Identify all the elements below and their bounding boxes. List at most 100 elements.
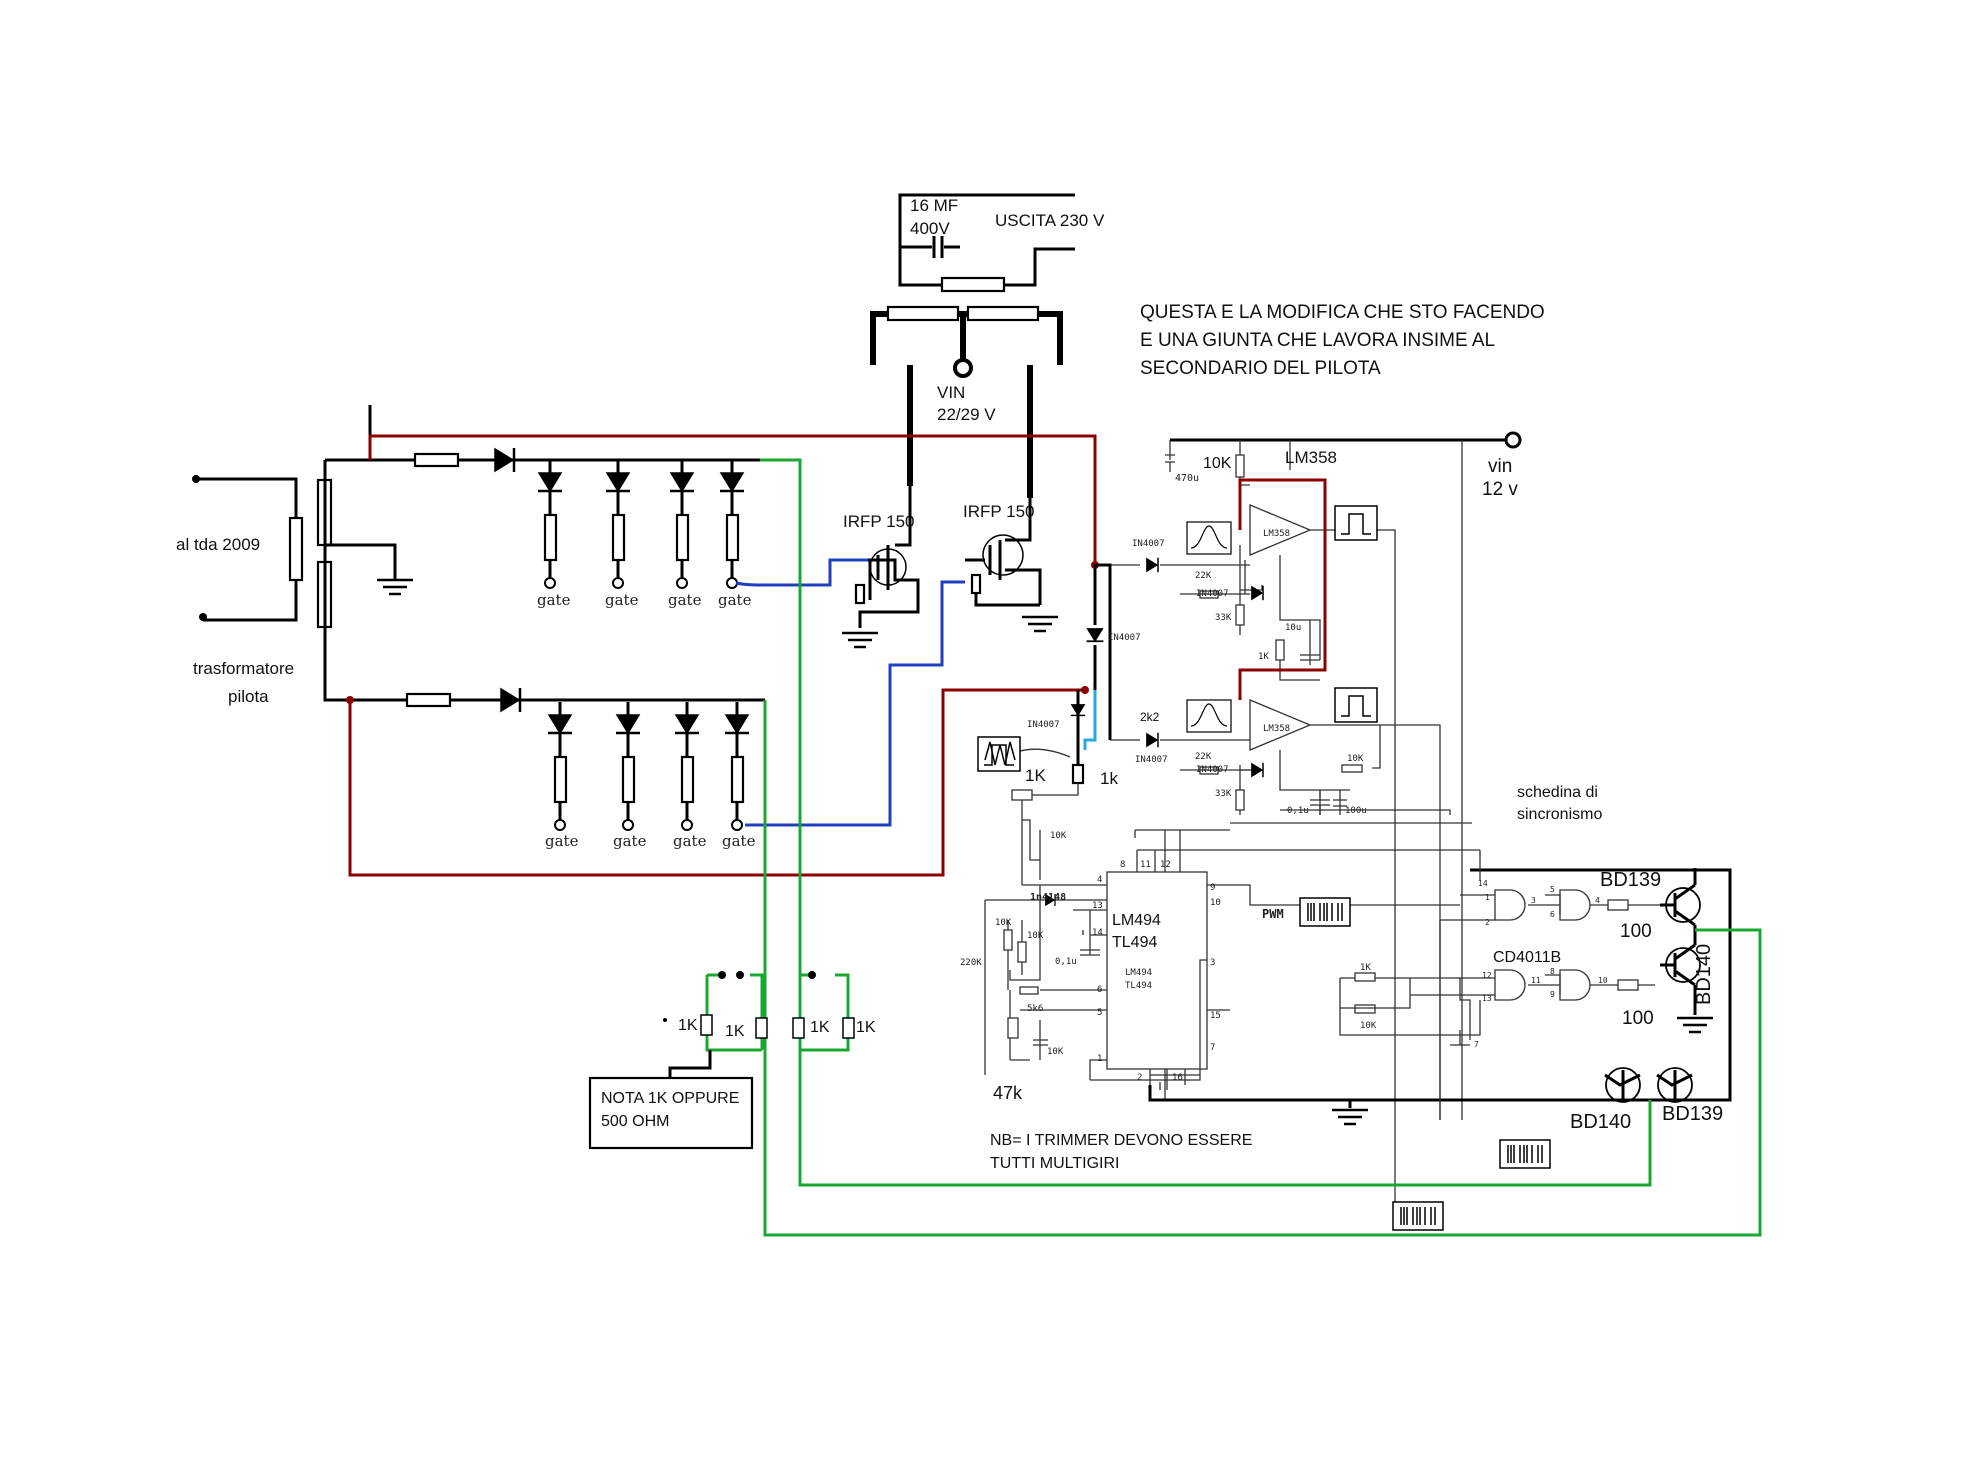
cyan-wire bbox=[1083, 690, 1097, 750]
pwm-r1k-a: 1K bbox=[1025, 766, 1046, 785]
blue-wire-bottom bbox=[745, 580, 965, 827]
pwm-trimmer-47k: 47k bbox=[993, 1083, 1023, 1103]
logic-r1k: 1K bbox=[1360, 963, 1371, 973]
bd140-side-icon bbox=[1660, 925, 1701, 1015]
blue-wire-top bbox=[735, 558, 868, 587]
pin-1: 1 bbox=[1097, 1054, 1102, 1064]
nota-box bbox=[588, 1076, 754, 1150]
trafo-label-1: trasformatore bbox=[193, 659, 294, 678]
bd139-bottom-label: BD139 bbox=[1662, 1103, 1723, 1125]
mosfet-left-icon bbox=[840, 486, 920, 649]
diode-label-b: IN4007 bbox=[1108, 633, 1141, 643]
diode-label-a: IN4007 bbox=[1027, 720, 1060, 730]
chip-name-1: LM494 bbox=[1112, 912, 1161, 929]
opamp-r33k-1: 33K bbox=[1215, 613, 1232, 623]
green-gate-resistors bbox=[705, 973, 850, 1052]
bottom-gate-bank bbox=[340, 686, 765, 831]
pin-4: 4 bbox=[1097, 875, 1102, 885]
green-wire-bottom bbox=[763, 700, 1762, 1237]
red-wire-bottom bbox=[348, 688, 1085, 877]
red-feedback-loop bbox=[1238, 478, 1327, 700]
output-stage bbox=[870, 193, 1075, 498]
pin-2: 2 bbox=[1137, 1073, 1142, 1083]
input-transformer bbox=[192, 405, 415, 702]
pwm-r220k: 220K bbox=[960, 958, 982, 968]
gate-label-b1: gate bbox=[545, 832, 579, 850]
opamp-c100: 100u bbox=[1345, 806, 1367, 816]
bd139-top-icon bbox=[1660, 883, 1701, 927]
cap-label-1: 16 MF bbox=[910, 196, 958, 215]
logic-pin-12: 12 bbox=[1482, 971, 1492, 980]
pin-12: 12 bbox=[1160, 860, 1171, 870]
logic-pin-9: 9 bbox=[1550, 990, 1555, 999]
logic-pin-7: 7 bbox=[1474, 1040, 1479, 1049]
pwm-r10k-b: 10K bbox=[995, 918, 1012, 928]
pwm-r10k-c: 10K bbox=[1027, 931, 1044, 941]
opamp-r2k2: 2k2 bbox=[1140, 710, 1160, 724]
switch-icon bbox=[718, 971, 726, 979]
opamp-name-label: LM358 bbox=[1285, 448, 1337, 467]
nota-line-2: 500 OHM bbox=[601, 1113, 669, 1130]
opamp-r10k: 10K bbox=[1347, 754, 1364, 764]
chip-name-2: TL494 bbox=[1112, 934, 1157, 951]
opamp-section bbox=[1110, 431, 1522, 1220]
logic-r100-b: 100 bbox=[1622, 1008, 1654, 1029]
opamp-r22k-1: 22K bbox=[1195, 571, 1212, 581]
pin-10: 10 bbox=[1210, 898, 1221, 908]
gate-r-2: 1K bbox=[725, 1023, 745, 1040]
pwm-r10k: 10K bbox=[1050, 831, 1067, 841]
pin-14: 14 bbox=[1092, 928, 1103, 938]
pwm-r5k6: 5k6 bbox=[1027, 1004, 1043, 1014]
top-gate-bank bbox=[325, 446, 760, 589]
opamp-name-inner-top: LM358 bbox=[1263, 529, 1290, 539]
diode-chain bbox=[1070, 563, 1112, 740]
bd140-bottom-label: BD140 bbox=[1570, 1111, 1631, 1133]
gate-label-b2: gate bbox=[613, 832, 647, 850]
opamp-r33k-2: 33K bbox=[1215, 789, 1232, 799]
logic-pin-10: 10 bbox=[1598, 976, 1608, 985]
gate-label-t4: gate bbox=[718, 591, 752, 609]
pin-3: 3 bbox=[1210, 958, 1215, 968]
pwm-in4148: 1n4148 bbox=[1030, 892, 1066, 903]
pin-6: 6 bbox=[1097, 985, 1102, 995]
red-wire-top bbox=[368, 434, 1097, 565]
logic-pin-1: 1 bbox=[1485, 893, 1490, 902]
logic-r10k: 10K bbox=[1360, 1021, 1377, 1031]
vin-main-label-1: VIN bbox=[937, 383, 965, 402]
logic-pin-8: 8 bbox=[1550, 967, 1555, 976]
nb-line-1: NB= I TRIMMER DEVONO ESSERE bbox=[990, 1132, 1252, 1149]
logic-name: CD4011B bbox=[1493, 949, 1561, 966]
bd140-side-label: BD140 bbox=[1693, 944, 1715, 1005]
logic-pin-6: 6 bbox=[1550, 910, 1555, 919]
opamp-diode-4: IN4007 bbox=[1196, 765, 1229, 775]
cap-label-2: 400V bbox=[910, 219, 950, 238]
vin12-label-1: vin bbox=[1488, 456, 1512, 477]
logic-pin-13: 13 bbox=[1482, 994, 1492, 1003]
logic-pin-14: 14 bbox=[1478, 879, 1488, 888]
opamp-diode-3: IN4007 bbox=[1135, 755, 1168, 765]
bd139-top-label: BD139 bbox=[1600, 869, 1661, 891]
gate-r-3: 1K bbox=[810, 1019, 830, 1036]
opamp-diode-2: IN4007 bbox=[1196, 589, 1229, 599]
opamp-c10u: 10u bbox=[1285, 623, 1301, 633]
sync-label-1: schedina di bbox=[1517, 784, 1598, 801]
gate-label-t2: gate bbox=[605, 591, 639, 609]
pin-5: 5 bbox=[1097, 1008, 1102, 1018]
nand-gate-3-icon bbox=[1494, 969, 1526, 1001]
gate-r-1: 1K bbox=[678, 1017, 698, 1034]
pin-15: 15 bbox=[1210, 1011, 1221, 1021]
bd140-bottom-icon bbox=[1604, 1067, 1641, 1103]
bd139-bottom-icon bbox=[1656, 1067, 1693, 1103]
mosfet-right-icon bbox=[965, 498, 1060, 633]
chip-small-1: LM494 bbox=[1125, 968, 1152, 978]
gate-label-b4: gate bbox=[722, 832, 756, 850]
opamp-r22k-2: 22K bbox=[1195, 752, 1212, 762]
logic-pin-4: 4 bbox=[1595, 896, 1600, 905]
pwm-text: PWM bbox=[1262, 907, 1284, 921]
gate-label-b3: gate bbox=[673, 832, 707, 850]
title-line-1: QUESTA E LA MODIFICA CHE STO FACENDO bbox=[1140, 302, 1545, 323]
pin-13: 13 bbox=[1092, 901, 1103, 911]
nand-gate-2-icon bbox=[1559, 889, 1591, 921]
mosfet-left-label: IRFP 150 bbox=[843, 512, 915, 531]
